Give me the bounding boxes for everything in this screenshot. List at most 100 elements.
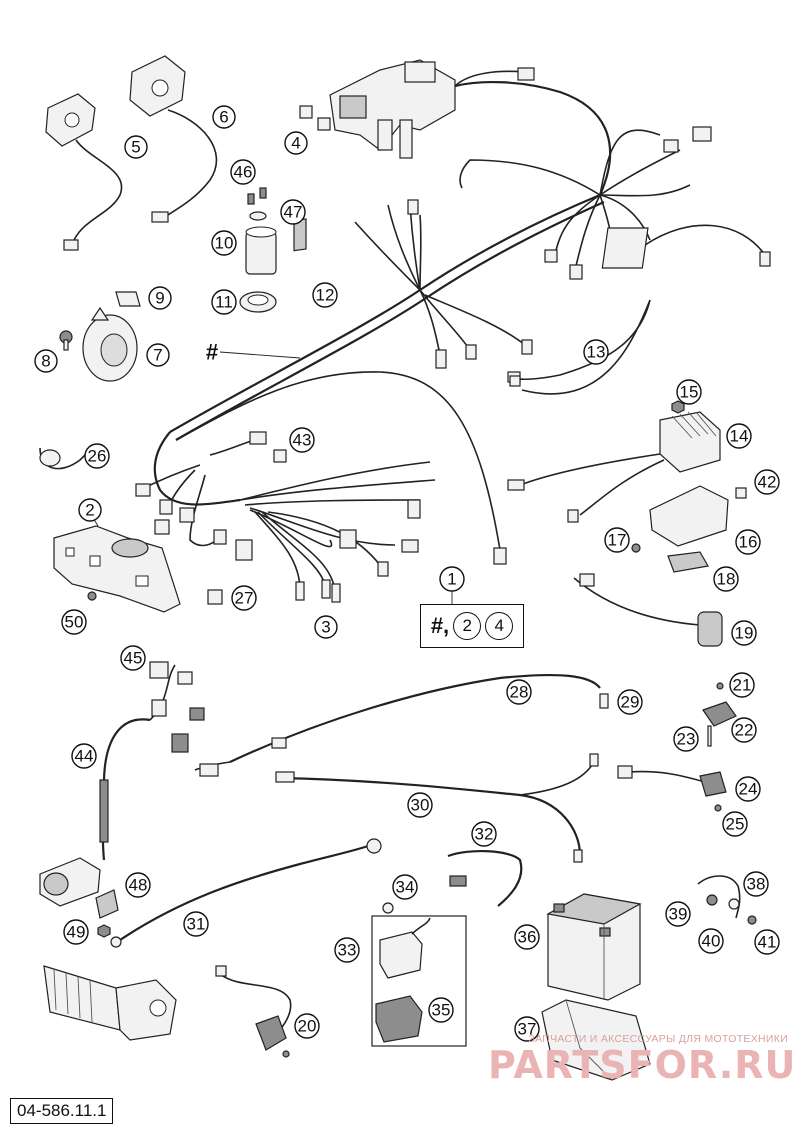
svg-text:6: 6 <box>219 108 228 127</box>
wire-harness-28 <box>194 673 609 777</box>
svg-text:22: 22 <box>735 721 754 740</box>
svg-text:41: 41 <box>758 933 777 952</box>
svg-text:8: 8 <box>41 352 50 371</box>
kit-contents-box: #, 2 4 <box>420 604 524 648</box>
callout-14: 14 <box>726 423 752 449</box>
rubber-strip-18 <box>667 551 709 573</box>
svg-text:28: 28 <box>510 683 529 702</box>
svg-text:33: 33 <box>338 941 357 960</box>
callout-7: 7 <box>146 343 170 367</box>
sensor-19 <box>573 573 723 647</box>
callout-16: 16 <box>735 529 761 555</box>
watermark-brand: PARTSFOR.RU <box>488 1043 797 1087</box>
svg-text:13: 13 <box>587 343 606 362</box>
callout-40: 40 <box>698 928 724 954</box>
svg-text:25: 25 <box>726 815 745 834</box>
svg-text:44: 44 <box>75 747 94 766</box>
callout-30: 30 <box>407 792 433 818</box>
nut-15 <box>671 400 685 414</box>
svg-text:32: 32 <box>475 825 494 844</box>
svg-text:19: 19 <box>735 624 754 643</box>
callout-19: 19 <box>731 620 757 646</box>
spark-cap-48 <box>95 889 119 919</box>
clip-42 <box>735 487 747 499</box>
cable-32 <box>447 849 523 907</box>
svg-text:2: 2 <box>85 501 94 520</box>
switch-22 <box>702 682 737 747</box>
handlebar-switch-5 <box>45 93 123 251</box>
bracket-9 <box>115 291 141 307</box>
starter-relay-group <box>371 902 467 1047</box>
callout-1: 1 <box>439 566 465 592</box>
holder-11 <box>239 291 277 313</box>
callout-50: 50 <box>61 609 87 635</box>
bolt-8 <box>59 330 73 351</box>
callout-21: 21 <box>729 672 755 698</box>
watermark-subtitle: ЗАПЧАСТИ И АКСЕССУАРЫ ДЛЯ МОТОТЕХНИКИ <box>528 1033 788 1045</box>
svg-text:49: 49 <box>67 923 86 942</box>
callout-26: 26 <box>84 443 110 469</box>
svg-text:11: 11 <box>215 293 233 312</box>
callout-10: 10 <box>211 230 237 256</box>
svg-text:21: 21 <box>733 676 752 695</box>
fuse-pair-4 <box>299 105 331 131</box>
callout-29: 29 <box>617 689 643 715</box>
callout-44: 44 <box>71 743 97 769</box>
callout-28: 28 <box>506 679 532 705</box>
callout-37: 37 <box>514 1016 540 1042</box>
svg-text:20: 20 <box>298 1017 317 1036</box>
svg-text:10: 10 <box>215 234 234 253</box>
sensor-20 <box>215 965 292 1058</box>
bracket-2 <box>53 525 181 613</box>
svg-text:50: 50 <box>65 613 84 632</box>
svg-text:5: 5 <box>131 138 140 157</box>
callout-27: 27 <box>231 585 257 611</box>
callout-47: 47 <box>280 199 306 225</box>
kit-item-4: 4 <box>485 612 514 640</box>
nut-49 <box>97 924 111 938</box>
handlebar-switch-6 <box>129 55 218 223</box>
voltage-regulator-14 <box>507 411 721 523</box>
callout-9: 9 <box>148 286 172 310</box>
callout-35: 35 <box>428 997 454 1023</box>
cable-tie-26 <box>39 443 97 470</box>
callout-22: 22 <box>731 717 757 743</box>
callout-46: 46 <box>230 159 256 185</box>
svg-text:16: 16 <box>739 533 758 552</box>
svg-text:48: 48 <box>129 876 148 895</box>
svg-text:43: 43 <box>293 431 312 450</box>
main-wiring-harness <box>135 67 771 603</box>
svg-text:9: 9 <box>155 289 164 308</box>
starter-motor <box>43 965 177 1041</box>
kit-hash: #, <box>430 613 450 638</box>
callout-6: 6 <box>212 105 236 129</box>
callout-17: 17 <box>604 527 630 553</box>
svg-text:39: 39 <box>669 905 688 924</box>
callout-48: 48 <box>125 872 151 898</box>
svg-text:35: 35 <box>432 1001 451 1020</box>
holder-plate-16 <box>649 485 729 547</box>
svg-text:29: 29 <box>621 693 640 712</box>
battery-36 <box>546 893 642 1001</box>
callout-49: 49 <box>63 919 89 945</box>
callout-23: 23 <box>673 726 699 752</box>
callout-31: 31 <box>183 911 209 937</box>
callout-34: 34 <box>392 874 418 900</box>
svg-text:37: 37 <box>518 1020 537 1039</box>
callout-18: 18 <box>713 566 739 592</box>
svg-text:27: 27 <box>235 589 254 608</box>
main-harness-marker: # <box>206 340 218 365</box>
callout-32: 32 <box>471 821 497 847</box>
svg-text:40: 40 <box>702 932 721 951</box>
callout-12: 12 <box>312 282 338 308</box>
screw-17 <box>631 543 641 553</box>
callout-11: 11 <box>211 289 237 315</box>
svg-text:15: 15 <box>680 383 699 402</box>
reference-code: 04-586.11.1 <box>10 1098 114 1124</box>
callout-45: 45 <box>120 645 146 671</box>
callout-24: 24 <box>735 776 761 802</box>
capacitor-10 <box>245 226 277 275</box>
washer-47 <box>249 211 267 221</box>
svg-text:23: 23 <box>677 730 696 749</box>
